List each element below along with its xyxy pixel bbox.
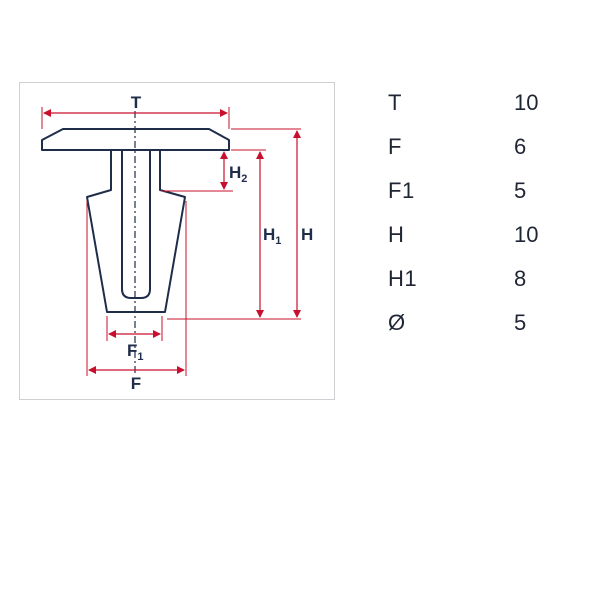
clip-slot	[121, 150, 151, 299]
clip-head	[41, 128, 230, 151]
spec-value: 5	[514, 310, 527, 335]
dimension-lines	[43, 109, 301, 374]
clip-diagram-panel: T H2 H1 H F1 F	[19, 82, 335, 400]
spec-value: 10	[514, 90, 539, 115]
extension-lines	[41, 107, 301, 376]
clip-outline	[41, 128, 230, 313]
spec-row-H: H 10	[388, 218, 588, 262]
spec-name: F1	[388, 178, 415, 203]
spec-name: F	[388, 134, 402, 159]
spec-value: 6	[514, 134, 527, 159]
spec-row-H1: H1 8	[388, 262, 588, 306]
spec-value: 10	[514, 222, 539, 247]
spec-name: Ø	[388, 310, 406, 335]
label-H1: H1	[263, 225, 281, 247]
label-H2: H2	[229, 163, 247, 185]
spec-row-T: T 10	[388, 86, 588, 130]
spec-value: 5	[514, 178, 527, 203]
label-H: H	[301, 225, 313, 244]
spec-name: H1	[388, 266, 418, 291]
label-T: T	[131, 93, 142, 112]
spec-row-F1: F1 5	[388, 174, 588, 218]
label-F1: F1	[127, 341, 144, 363]
label-F: F	[131, 374, 141, 393]
spec-row-diameter: Ø 5	[388, 306, 588, 350]
clip-body	[86, 149, 186, 313]
spec-value: 8	[514, 266, 527, 291]
spec-table: T 10 F 6 F1 5 H 10 H1 8 Ø 5	[388, 86, 588, 350]
spec-name: T	[388, 90, 402, 115]
spec-name: H	[388, 222, 405, 247]
spec-row-F: F 6	[388, 130, 588, 174]
